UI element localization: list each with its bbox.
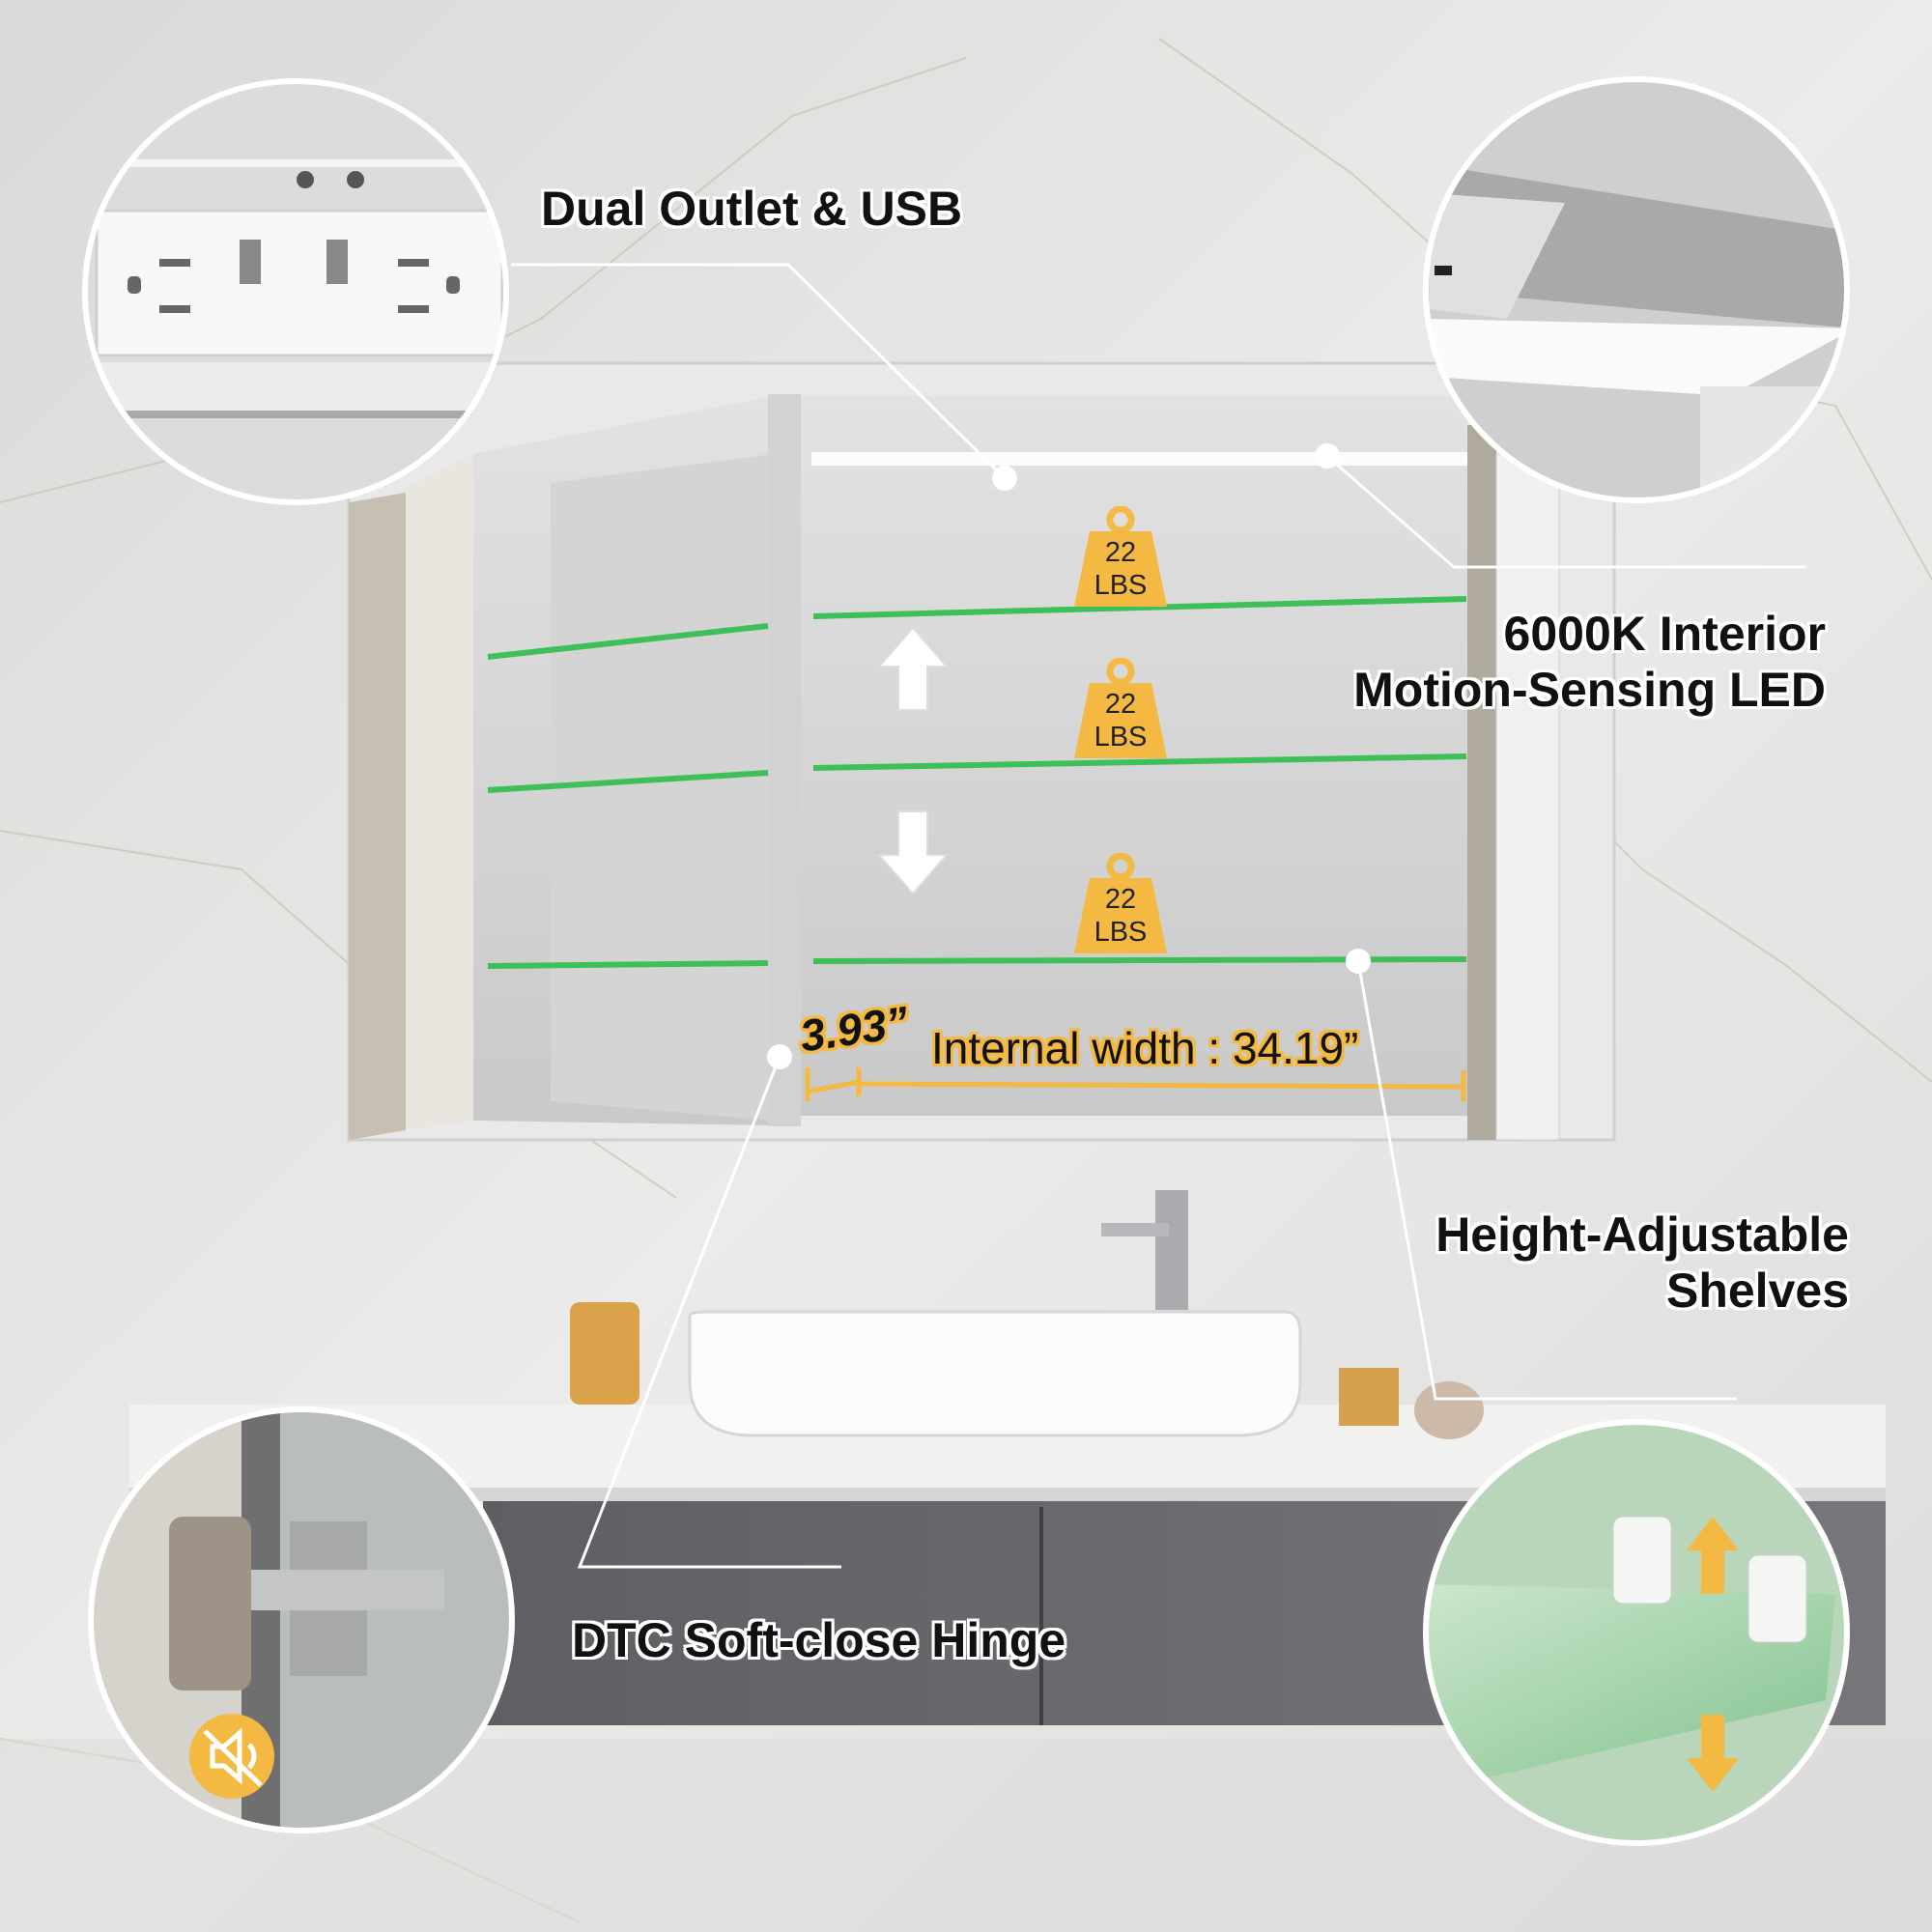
weight-badge: 22 LBS: [1072, 506, 1169, 611]
usb-port-icon: [240, 240, 348, 284]
weight-icon: [1074, 506, 1167, 607]
candle-jar: [570, 1302, 639, 1405]
sink: [688, 1310, 1302, 1437]
hinge-label: DTC Soft-close Hinge: [572, 1613, 1066, 1667]
detail-outlet: [82, 78, 509, 505]
arrow-down-icon: [876, 810, 950, 895]
led-strip: [811, 452, 1468, 466]
outlet-label: Dual Outlet & USB: [541, 182, 963, 236]
medicine-cabinet: [347, 361, 1616, 1142]
led-label: 6000K Interior Motion-Sensing LED: [1353, 607, 1826, 717]
shelves-label: Height-Adjustable Shelves: [1435, 1208, 1849, 1318]
callout-lines: [511, 263, 1805, 1569]
faucet: [1155, 1190, 1188, 1310]
arrow-down-icon: [1687, 1715, 1739, 1792]
weight-badge: 22 LBS: [1072, 658, 1169, 762]
arrow-up-icon: [1687, 1517, 1739, 1594]
hinge-plate: [169, 1517, 251, 1690]
internal-width-label: Internal width : 34.19”: [931, 1023, 1359, 1073]
mute-icon: [203, 1727, 263, 1787]
arrow-up-icon: [876, 626, 950, 711]
detail-hinge: [88, 1406, 515, 1833]
callout-dots: [767, 443, 1371, 1069]
door-edge: [768, 394, 801, 1126]
vase: [1414, 1381, 1484, 1439]
glass-shelves: [487, 596, 1467, 969]
weight-icon: [1074, 853, 1167, 953]
weight-icon: [1074, 658, 1167, 758]
dimension-lines: [805, 1067, 1466, 1101]
power-outlet-icon: [128, 259, 460, 313]
detail-shelf-clip: [1423, 1419, 1850, 1846]
decor-block: [1339, 1368, 1399, 1426]
weight-badge: 22 LBS: [1072, 853, 1169, 957]
